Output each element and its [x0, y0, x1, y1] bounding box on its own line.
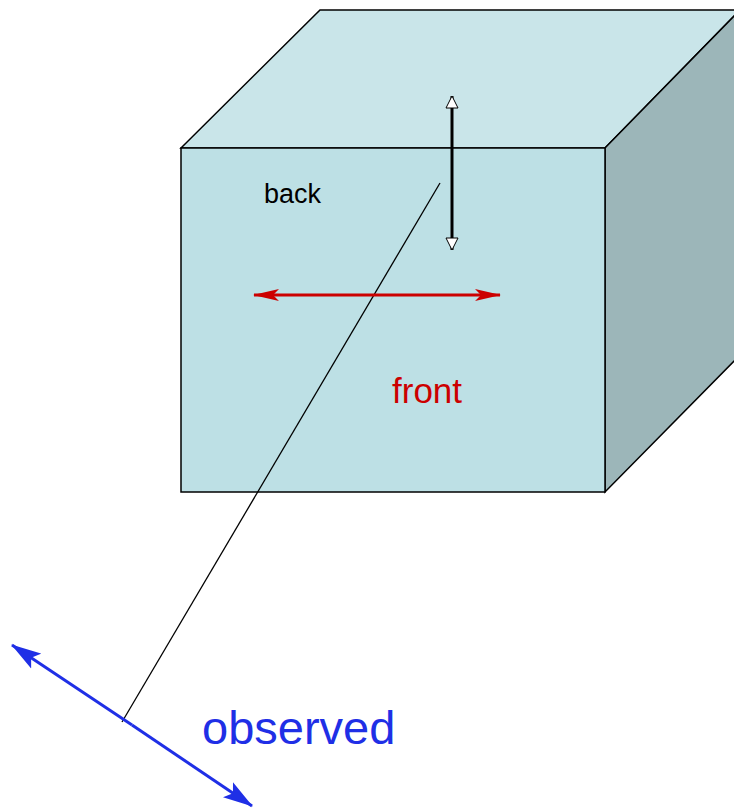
back-label: back [264, 181, 321, 208]
observed-polarization-arrow [12, 645, 132, 725]
front-label: front [392, 373, 462, 408]
back-polarization-arrow [451, 96, 454, 172]
light-ray [122, 183, 440, 722]
front-polarization-arrow [254, 294, 378, 297]
cube-front [181, 148, 605, 492]
back-polarization-arrow [451, 172, 454, 250]
cube-side [605, 10, 734, 492]
front-polarization-arrow [378, 294, 500, 297]
observed-label: observed [202, 704, 395, 751]
